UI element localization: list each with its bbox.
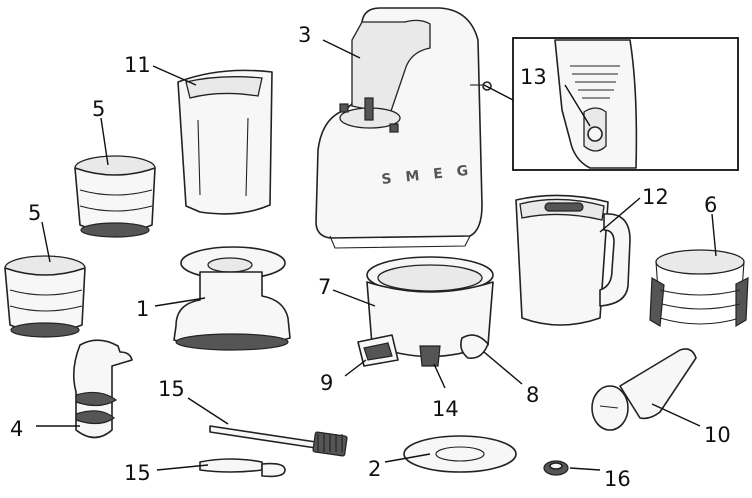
callout-13: 13 (520, 65, 547, 89)
cleaning-brush-illustration (210, 426, 347, 456)
seal-illustration (544, 461, 568, 475)
disc-illustration (404, 436, 516, 472)
callout-2: 2 (368, 457, 381, 481)
callout-4: 4 (10, 417, 23, 441)
callout-10: 10 (704, 423, 731, 447)
callout-16: 16 (604, 467, 631, 491)
pulp-container-illustration (178, 70, 272, 214)
callout-5-bottom: 5 (28, 201, 41, 225)
strainer-top-illustration (75, 156, 155, 237)
inset-detail-illustration (484, 38, 738, 170)
cleaning-tool-illustration (200, 459, 285, 476)
callout-7: 7 (318, 275, 331, 299)
callout-8: 8 (526, 383, 539, 407)
callout-12: 12 (642, 185, 669, 209)
callout-11: 11 (124, 53, 151, 77)
juice-jug-illustration (516, 195, 630, 325)
callout-15-tool: 15 (124, 461, 151, 485)
callout-6: 6 (704, 193, 717, 217)
rotating-brush-illustration (650, 250, 748, 326)
motor-base-illustration: SMEG (316, 8, 491, 248)
callout-14: 14 (432, 397, 459, 421)
hopper-illustration (174, 247, 290, 350)
auger-illustration (74, 340, 132, 437)
pusher-illustration (592, 349, 696, 430)
callout-3: 3 (298, 23, 311, 47)
callout-9: 9 (320, 371, 333, 395)
juicing-bowl-illustration (358, 257, 493, 366)
callout-5-top: 5 (92, 97, 105, 121)
strainer-bottom-illustration (5, 256, 85, 337)
callout-15-brush: 15 (158, 377, 185, 401)
callout-1: 1 (136, 297, 149, 321)
